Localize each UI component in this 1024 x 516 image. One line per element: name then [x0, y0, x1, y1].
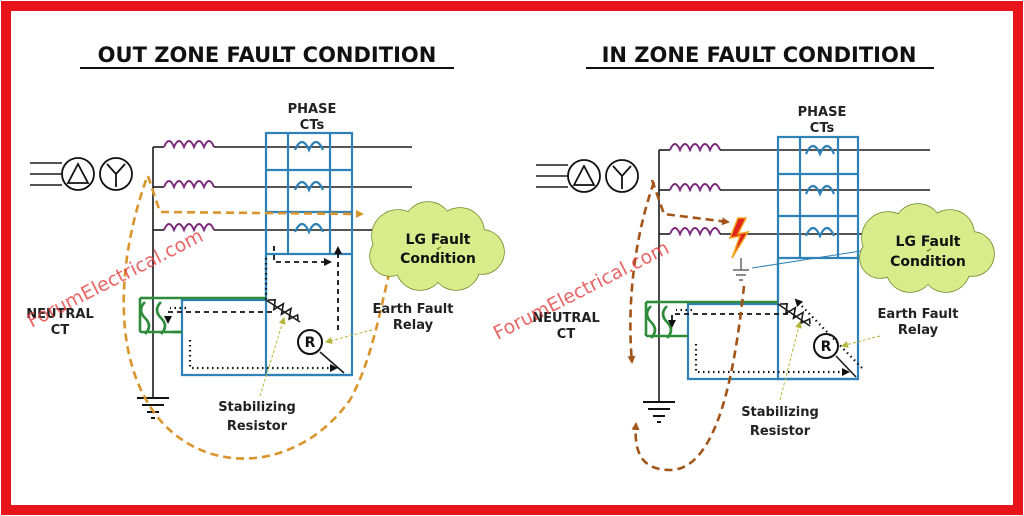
delta-winding-icon: [567, 159, 601, 193]
relay-label-1: Earth Fault: [878, 307, 959, 322]
panel-title: IN ZONE FAULT CONDITION: [602, 43, 917, 67]
resistor-label-1: Stabilizing: [218, 400, 296, 415]
neutral-ct-label-2: CT: [51, 323, 70, 338]
fault-pointer-line: [751, 247, 881, 269]
cloud-text-1: LG Fault: [406, 232, 471, 248]
svg-text:R: R: [821, 339, 832, 355]
resistor-label-2: Resistor: [750, 424, 811, 439]
phase-ct-label-2: CTs: [300, 118, 325, 133]
panel-out-zone: OUT ZONE FAULT CONDITION: [24, 43, 505, 460]
watermark: ForumElectrical.com: [24, 225, 207, 333]
relay-label-1: Earth Fault: [373, 302, 454, 317]
phase-ct-label-1: PHASE: [798, 105, 847, 120]
star-winding-icon: [99, 157, 133, 191]
fault-current-path: [122, 175, 392, 460]
fault-spark-icon: [728, 217, 750, 281]
source-lines: [30, 162, 62, 186]
neutral-ct-label-1: NEUTRAL: [26, 307, 94, 322]
relay-label-2: Relay: [393, 318, 434, 333]
star-winding-icon: [605, 159, 639, 193]
ct-current-paths: [164, 246, 342, 372]
phase-ct-label-2: CTs: [810, 121, 835, 136]
panel-in-zone: IN ZONE FAULT CONDITION PHAS: [490, 43, 995, 472]
ct-current-paths: [668, 298, 863, 376]
cloud-text-2: Condition: [400, 251, 476, 267]
resistor-icon: [779, 302, 811, 325]
resistor-label-2: Resistor: [227, 419, 288, 434]
neutral-ct: [644, 300, 778, 339]
phase-ct-label-1: PHASE: [288, 102, 337, 117]
neutral-ct-label-2: CT: [557, 327, 576, 342]
resistor-label-1: Stabilizing: [741, 405, 819, 420]
fault-current-path: [627, 179, 746, 472]
relay-r-icon: R: [297, 329, 345, 374]
panel-title: OUT ZONE FAULT CONDITION: [98, 43, 437, 67]
cloud-text-1: LG Fault: [896, 234, 961, 250]
ground-icon: [643, 401, 675, 423]
neutral-ct-label-1: NEUTRAL: [532, 311, 600, 326]
relay-r-icon: R: [813, 333, 857, 378]
neutral-ct: [138, 296, 266, 335]
resistor-icon: [267, 298, 299, 321]
relay-label-2: Relay: [898, 323, 939, 338]
source-lines: [536, 164, 568, 188]
delta-winding-icon: [61, 157, 95, 191]
phase-ct-network: [686, 135, 860, 381]
svg-text:R: R: [305, 335, 316, 351]
phase-lines: [153, 140, 412, 231]
cloud-text-2: Condition: [890, 254, 966, 270]
ground-icon: [137, 397, 169, 419]
phase-ct-network: [180, 131, 354, 377]
